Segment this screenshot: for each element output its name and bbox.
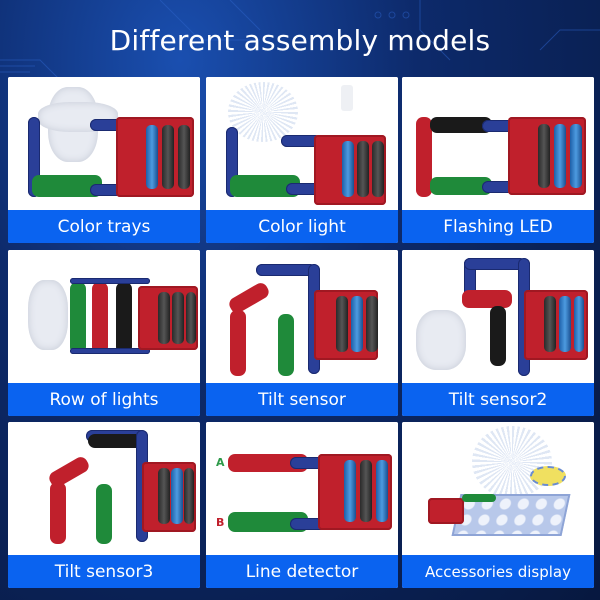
model-label: Tilt sensor [206, 383, 398, 416]
marker-b: B [216, 516, 225, 529]
circuit-flashing-led-image [402, 77, 594, 210]
model-card-line-detector[interactable]: A B Line detector [206, 422, 398, 588]
circuit-tilt-sensor-image [206, 250, 398, 383]
model-label: Color light [206, 210, 398, 243]
model-label: Row of lights [8, 383, 200, 416]
circuit-row-of-lights-image [8, 250, 200, 383]
model-card-tilt-sensor[interactable]: Tilt sensor [206, 250, 398, 416]
accessories-display-image [402, 422, 594, 555]
model-label: Line detector [206, 555, 398, 588]
circuit-tilt-sensor3-image [8, 422, 200, 555]
model-label: Tilt sensor2 [402, 383, 594, 416]
model-card-flashing-led[interactable]: Flashing LED [402, 77, 594, 243]
marker-a: A [216, 456, 225, 469]
circuit-tilt-sensor2-image [402, 250, 594, 383]
model-label: Flashing LED [402, 210, 594, 243]
model-card-tilt-sensor2[interactable]: Tilt sensor2 [402, 250, 594, 416]
model-card-accessories-display[interactable]: Accessories display [402, 422, 594, 588]
circuit-color-light-image [206, 77, 398, 210]
model-card-color-trays[interactable]: Color trays [8, 77, 200, 243]
model-card-tilt-sensor3[interactable]: Tilt sensor3 [8, 422, 200, 588]
circuit-line-detector-image: A B [206, 422, 398, 555]
model-label: Accessories display [402, 555, 594, 588]
model-card-row-of-lights[interactable]: Row of lights [8, 250, 200, 416]
page-title: Different assembly models [109, 24, 491, 57]
model-label: Tilt sensor3 [8, 555, 200, 588]
model-label: Color trays [8, 210, 200, 243]
circuit-color-trays-image [8, 77, 200, 210]
model-card-color-light[interactable]: Color light [206, 77, 398, 243]
